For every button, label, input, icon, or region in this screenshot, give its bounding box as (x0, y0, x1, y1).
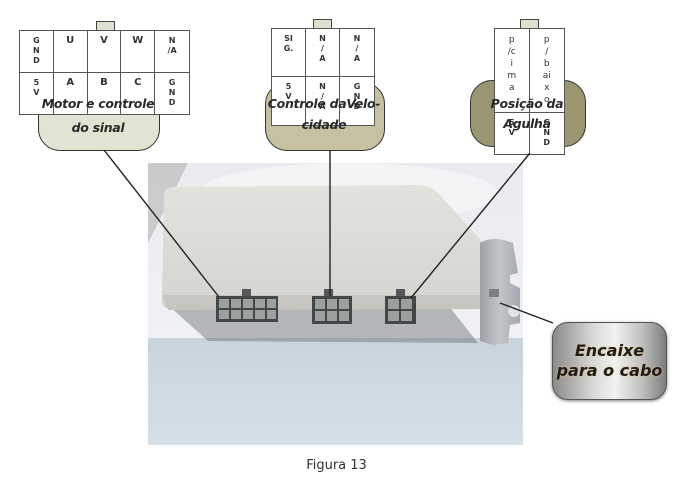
pin-cell: V (87, 31, 122, 73)
speed-label-line2: cidade (301, 117, 347, 132)
pin-cell: 5 V (495, 113, 530, 154)
pin-cell: p /c i m a (495, 29, 530, 113)
pin-cell: G N D (20, 31, 54, 73)
leader-line-cable (499, 302, 554, 324)
pin-cell: N / A (306, 29, 340, 77)
pin-cell: C (121, 73, 156, 114)
connector-3x2 (312, 289, 352, 324)
pin-cell: G N D (353, 82, 361, 111)
pin-cell: 5 V (272, 77, 306, 125)
pin-cell: N / A (340, 29, 374, 77)
needle-label-line1: Posição da (490, 96, 564, 111)
speed-pinout-table: SI G. N / A N / A 5 V N / A G N D (271, 28, 375, 126)
pin-cell: U (53, 31, 88, 73)
needle-pinout-table: p /c i m a p / b ai x o 5 V G N D (494, 28, 565, 155)
pin-cell: N / A (306, 77, 340, 125)
pin-cell: 5 V (20, 73, 54, 114)
figure-caption: Figura 13 (306, 458, 367, 473)
cable-slot-label: Encaixe para o cabo (556, 341, 663, 380)
motor-label-line1: Motor e controle (41, 96, 155, 111)
pin-cell: G N D (168, 78, 176, 107)
control-box-illustration (148, 163, 523, 445)
connector-5x2 (216, 289, 278, 322)
needle-label-line2: Agulha (503, 116, 551, 131)
pin-cell: G N D (543, 118, 551, 147)
motor-label-line2: do sinal (71, 120, 125, 135)
leader-line-motor (103, 149, 220, 298)
motor-connector-latch (96, 21, 115, 31)
pin-cell: SI G. (272, 29, 306, 77)
control-box-photo (148, 163, 523, 445)
speed-label-line1: Controle daVelo- (267, 96, 381, 111)
pin-cell: W (121, 31, 156, 73)
pin-cell: A (54, 73, 88, 114)
speed-connector-latch (313, 19, 332, 29)
pin-cell: N /A (155, 31, 189, 73)
cable-slot-callout: Encaixe para o cabo (552, 322, 667, 400)
connector-2x2 (385, 289, 416, 324)
motor-pinout-table: G N D U V W N /A 5 V A B C G N D (19, 30, 190, 115)
leader-line-needle (410, 152, 531, 299)
pin-cell: B (88, 73, 122, 114)
pin-cell: p / b ai x o (529, 29, 564, 113)
needle-connector-latch (520, 19, 539, 29)
